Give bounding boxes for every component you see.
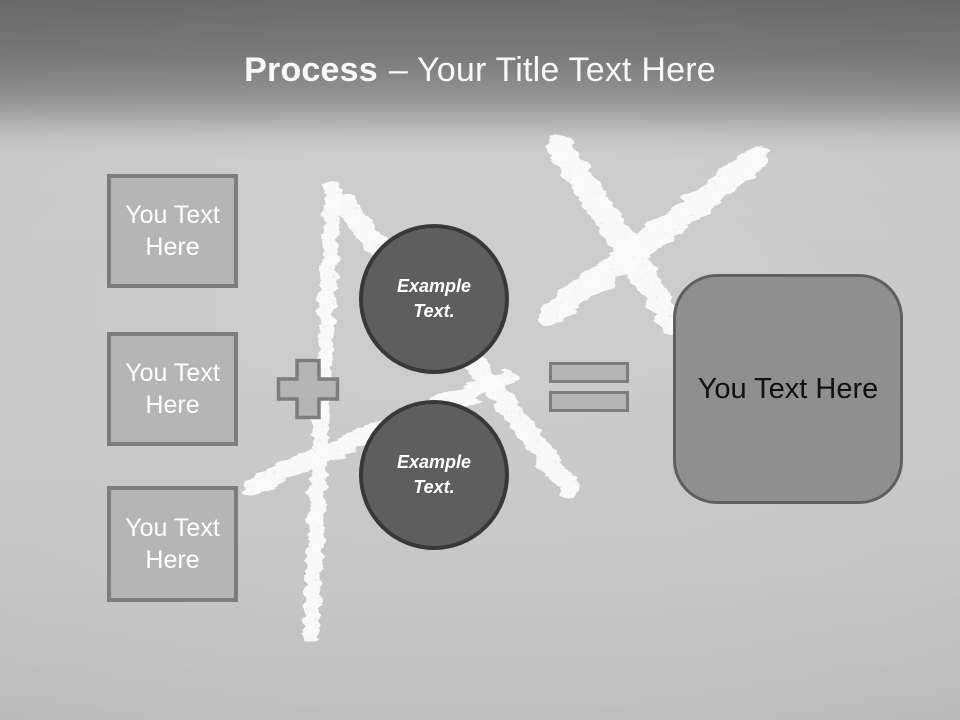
slide-title-keyword: Process bbox=[244, 51, 378, 89]
example-circle-1-label: Example Text. bbox=[396, 276, 472, 321]
input-box-1-label: You Text Here bbox=[125, 201, 220, 261]
plus-icon-shape bbox=[276, 358, 340, 420]
input-box-3-label: You Text Here bbox=[125, 514, 220, 574]
result-box: You Text Here bbox=[673, 274, 903, 504]
result-box-label: You Text Here bbox=[697, 372, 879, 405]
input-box-3: You Text Here bbox=[107, 486, 238, 602]
example-circle-2: Example Text. bbox=[359, 400, 509, 550]
equals-icon-bar-top bbox=[549, 362, 629, 383]
plus-icon bbox=[276, 358, 340, 420]
slide-title-subtitle: – Your Title Text Here bbox=[388, 51, 716, 89]
input-box-1: You Text Here bbox=[107, 174, 238, 288]
input-box-2-label: You Text Here bbox=[125, 359, 220, 419]
equals-icon-bar-bottom bbox=[549, 391, 629, 412]
slide-title: Process – Your Title Text Here bbox=[0, 48, 960, 92]
input-box-2: You Text Here bbox=[107, 332, 238, 446]
example-circle-1: Example Text. bbox=[359, 224, 509, 374]
example-circle-2-label: Example Text. bbox=[396, 452, 472, 497]
